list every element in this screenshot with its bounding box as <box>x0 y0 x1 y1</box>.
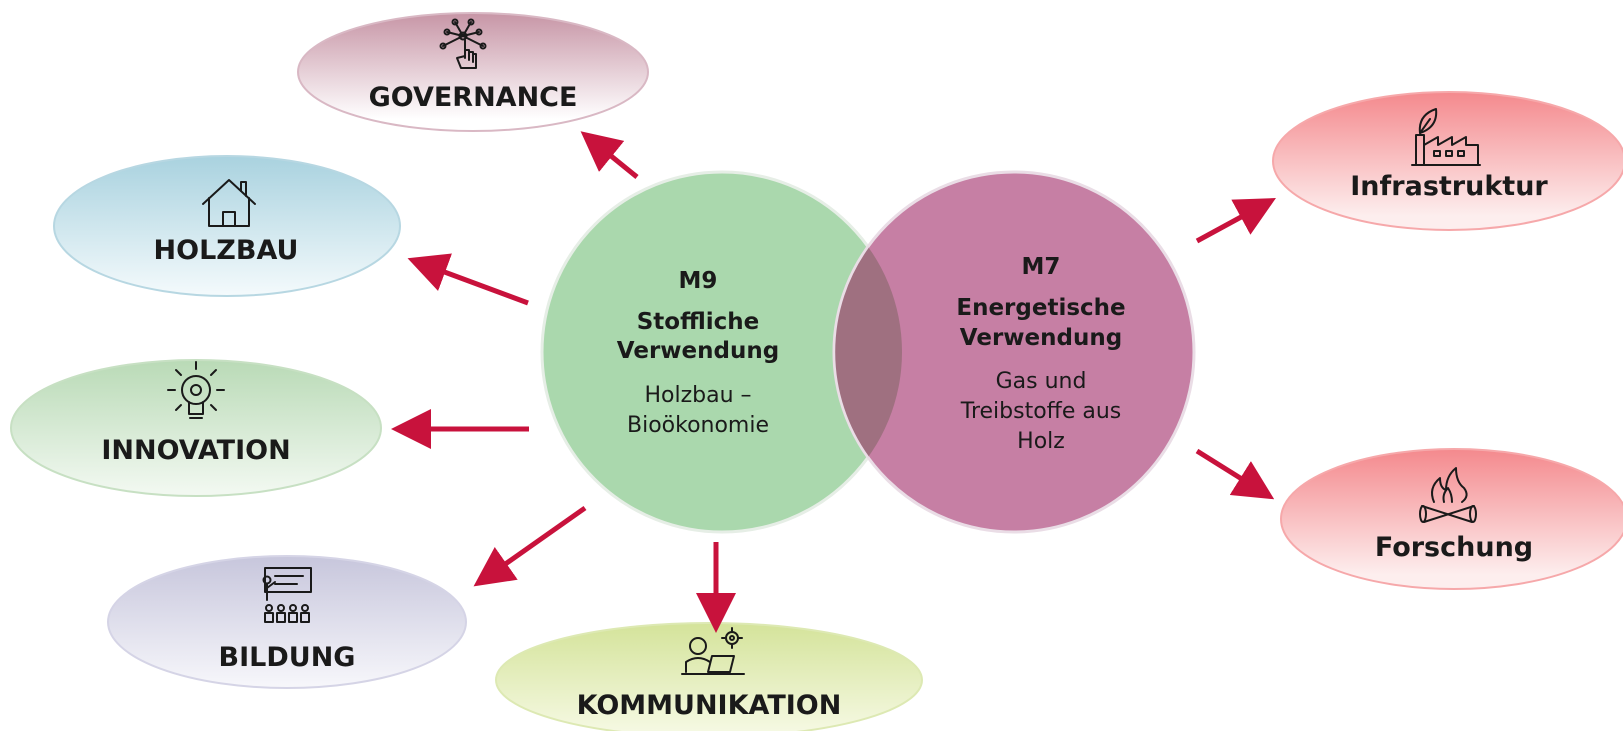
m7-code: M7 <box>1022 254 1061 280</box>
arrow-to-bildung <box>473 505 587 587</box>
m9-title-line2: Verwendung <box>617 338 779 364</box>
m9-sub-line2: Bioökonomie <box>627 413 769 438</box>
m7-sub-line3: Holz <box>1017 429 1065 454</box>
campfire-icon <box>1419 467 1477 523</box>
arrow-to-forschung <box>1195 448 1275 500</box>
node-governance-label: GOVERNANCE <box>369 82 578 113</box>
node-bildung-label: BILDUNG <box>219 642 356 673</box>
node-kommunikation: KOMMUNIKATION <box>495 622 923 731</box>
node-bildung-ellipse <box>107 555 467 689</box>
m7-title-line1: Energetische <box>956 295 1125 321</box>
arrow-to-governance <box>580 131 639 179</box>
node-holzbau: HOLZBAU <box>53 155 401 297</box>
m9-sub-line1: Holzbau – <box>644 383 751 408</box>
classroom-presentation-icon <box>262 567 312 623</box>
node-innovation-ellipse <box>10 359 382 497</box>
house-icon <box>202 179 256 227</box>
node-kommunikation-label: KOMMUNIKATION <box>577 690 842 721</box>
m7-title-line2: Verwendung <box>960 325 1122 351</box>
arrow-to-infrastruktur <box>1195 198 1276 244</box>
node-infrastruktur: Infrastruktur <box>1272 91 1623 231</box>
m7-sub-line2: Treibstoffe aus <box>960 399 1122 424</box>
node-infrastruktur-label: Infrastruktur <box>1350 171 1548 202</box>
lightbulb-gear-icon <box>167 361 225 419</box>
node-forschung-label: Forschung <box>1375 532 1533 563</box>
center-venn: M9 Stoffliche Verwendung Holzbau – Bioök… <box>540 170 1196 534</box>
node-forschung: Forschung <box>1280 448 1623 590</box>
arrows <box>391 131 1276 633</box>
node-infrastruktur-ellipse <box>1272 91 1623 231</box>
node-governance-ellipse <box>297 12 649 132</box>
touch-network-icon <box>439 18 487 69</box>
m9-code: M9 <box>679 268 718 294</box>
node-innovation-label: INNOVATION <box>101 435 290 466</box>
node-governance: GOVERNANCE <box>297 12 649 132</box>
node-forschung-ellipse <box>1280 448 1623 590</box>
m9-title-line1: Stoffliche <box>637 309 760 335</box>
factory-leaf-icon <box>1411 108 1481 166</box>
node-bildung: BILDUNG <box>107 555 467 689</box>
overlap-edge <box>833 246 869 458</box>
node-holzbau-label: HOLZBAU <box>154 235 299 266</box>
m7-sub-line1: Gas und <box>996 369 1087 394</box>
arrow-to-holzbau <box>407 253 529 306</box>
node-innovation: INNOVATION <box>10 359 382 497</box>
